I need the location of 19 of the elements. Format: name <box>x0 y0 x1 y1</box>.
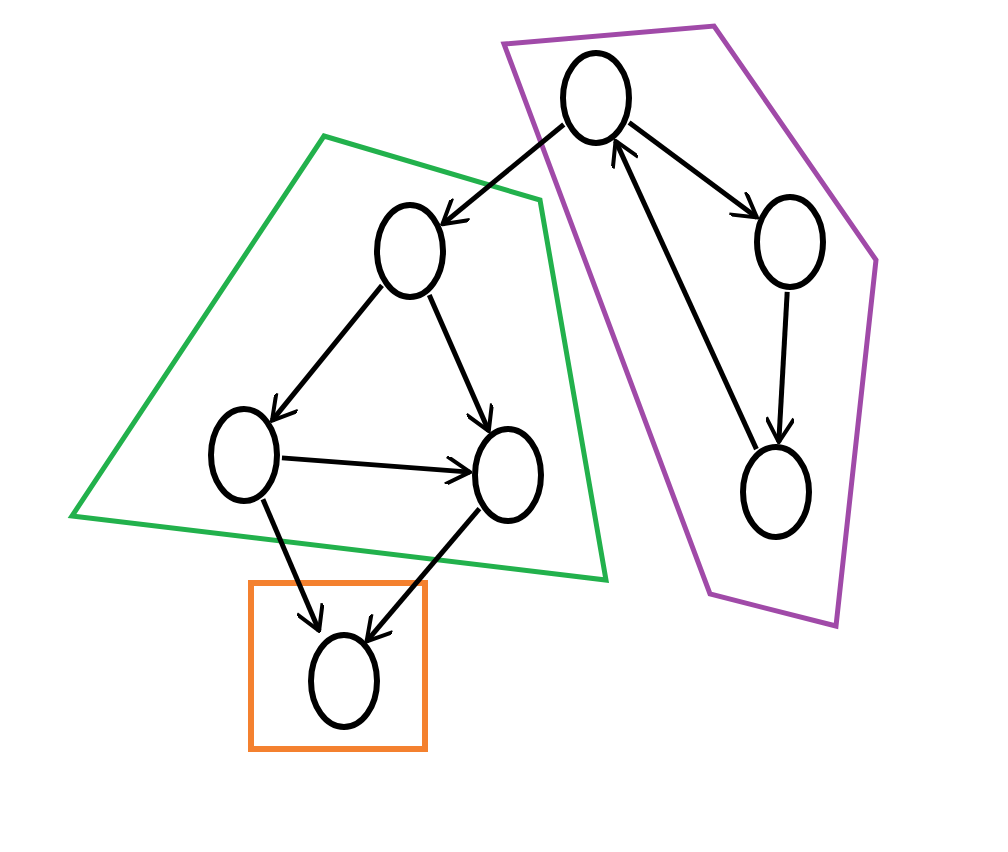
graph-node <box>308 632 380 730</box>
graph-node <box>740 444 812 540</box>
group-outline <box>66 130 614 586</box>
arrow <box>764 291 797 445</box>
graph-node <box>374 202 446 300</box>
arrow <box>627 120 759 220</box>
group-outline <box>248 580 428 752</box>
group-outline <box>500 22 884 632</box>
graph-node <box>472 426 544 524</box>
arrow <box>364 507 482 644</box>
arrow <box>260 498 325 633</box>
graph-node <box>754 194 826 290</box>
graph-node <box>208 406 280 504</box>
arrow <box>440 122 566 227</box>
arrow <box>281 454 473 487</box>
arrow <box>270 283 384 423</box>
graph-node <box>560 50 632 146</box>
arrow <box>426 293 494 433</box>
arrow <box>610 138 759 451</box>
